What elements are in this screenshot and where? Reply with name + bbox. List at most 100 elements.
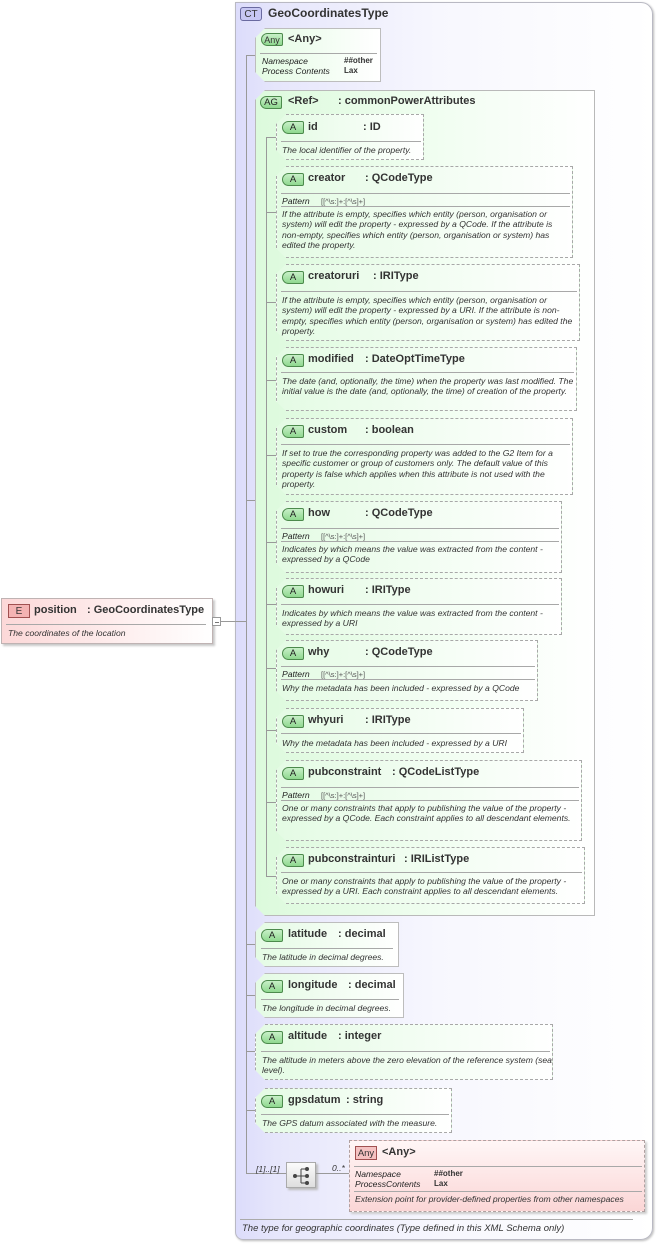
attribute-badge: A (282, 715, 304, 728)
process-contents-value: Lax (344, 66, 358, 75)
attribute-type: : decimal (348, 979, 396, 991)
separator (281, 800, 579, 801)
namespace-value: ##other (434, 1169, 463, 1178)
tree-branch (266, 380, 276, 381)
attribute-creatoruri[interactable]: A creatoruri : IRIType If the attribute … (276, 264, 580, 341)
attribute-doc: The altitude in meters above the zero el… (262, 1055, 552, 1076)
pattern-label: Pattern (282, 196, 310, 206)
attribute-custom[interactable]: A custom : boolean If set to true the co… (276, 418, 573, 495)
attribute-name: pubconstrainturi (308, 853, 396, 865)
collapse-toggle-icon[interactable] (212, 617, 221, 626)
attribute-badge: A (261, 1095, 283, 1108)
attribute-badge: A (282, 585, 304, 598)
separator (240, 1219, 633, 1220)
sequence-compositor[interactable] (286, 1162, 316, 1188)
tree-branch (246, 1110, 256, 1111)
any-occurrence: 0..* (332, 1163, 345, 1173)
attribute-group-ref: <Ref> (288, 95, 319, 107)
attribute-name: creatoruri (308, 270, 360, 282)
attribute-badge: A (282, 647, 304, 660)
attribute-gpsdatum[interactable]: A gpsdatum : string The GPS datum associ… (255, 1088, 452, 1133)
attribute-type: : DateOptTimeType (365, 353, 465, 365)
tree-line (235, 621, 247, 622)
attribute-howuri[interactable]: A howuri : IRIType Indicates by which me… (276, 578, 562, 635)
attribute-badge: A (282, 425, 304, 438)
attribute-creator[interactable]: A creator : QCodeType Pattern [[^\s:]+:[… (276, 166, 573, 258)
attribute-name: gpsdatum (288, 1094, 341, 1106)
pattern-value: [[^\s:]+:[^\s]+] (321, 791, 366, 800)
tree-line (246, 55, 247, 1173)
attribute-doc: Why the metadata has been included - exp… (282, 683, 520, 693)
tree-branch (266, 802, 276, 803)
separator (261, 1051, 550, 1052)
any-extension-box[interactable]: Any <Any> Namespace ##other ProcessConte… (349, 1140, 645, 1212)
attribute-doc: The latitude in decimal degrees. (262, 952, 384, 962)
attribute-pubconstrainturi[interactable]: A pubconstrainturi : IRIListType One or … (276, 847, 585, 904)
attribute-badge: A (282, 854, 304, 867)
attribute-badge: A (282, 767, 304, 780)
tree-branch (266, 455, 276, 456)
attribute-latitude[interactable]: A latitude : decimal The latitude in dec… (255, 922, 399, 967)
attribute-type: : QCodeType (365, 507, 433, 519)
attribute-badge: A (282, 121, 304, 134)
tree-branch (266, 876, 276, 877)
attribute-type: : integer (338, 1030, 382, 1042)
tree-branch (266, 137, 276, 138)
separator (281, 666, 535, 667)
tree-branch (246, 55, 256, 56)
element-type: : GeoCoordinatesType (87, 604, 205, 616)
attribute-why[interactable]: A why : QCodeType Pattern [[^\s:]+:[^\s]… (276, 640, 538, 701)
any-wildcard-box[interactable]: Any <Any> Namespace ##other Process Cont… (255, 28, 381, 82)
attribute-name: how (308, 507, 330, 519)
complex-type-badge: CT (240, 7, 262, 21)
tree-branch (246, 500, 256, 501)
attribute-altitude[interactable]: A altitude : integer The altitude in met… (255, 1024, 553, 1080)
separator (354, 1166, 642, 1167)
attribute-doc: If set to true the corresponding propert… (282, 448, 553, 490)
separator (281, 872, 582, 873)
tree-branch (266, 212, 276, 213)
attribute-longitude[interactable]: A longitude : decimal The longitude in d… (255, 973, 404, 1018)
attribute-badge: A (282, 508, 304, 521)
attribute-doc: The longitude in decimal degrees. (262, 1003, 391, 1013)
attribute-how[interactable]: A how : QCodeType Pattern [[^\s:]+:[^\s]… (276, 501, 562, 573)
attribute-type: : decimal (338, 928, 386, 940)
attribute-badge: A (261, 980, 283, 993)
attribute-doc: The date (and, optionally, the time) whe… (282, 376, 574, 397)
attribute-type: : IRIType (365, 714, 411, 726)
connector-line (221, 621, 235, 622)
attribute-doc: If the attribute is empty, specifies whi… (282, 209, 553, 251)
attribute-group-name: : commonPowerAttributes (338, 95, 476, 107)
separator (281, 541, 559, 542)
attribute-modified[interactable]: A modified : DateOptTimeType The date (a… (276, 347, 577, 411)
tree-branch (266, 730, 276, 731)
separator (281, 141, 421, 142)
separator (354, 1191, 642, 1192)
separator (281, 528, 559, 529)
element-name: position (34, 604, 77, 616)
element-position[interactable]: E position : GeoCoordinatesType The coor… (1, 598, 213, 644)
attribute-badge: A (282, 271, 304, 284)
sequence-occurrence: [1]..[1] (256, 1164, 280, 1174)
complex-type-title: GeoCoordinatesType (268, 6, 389, 20)
attribute-badge: A (282, 354, 304, 367)
attribute-name: whyuri (308, 714, 344, 726)
attribute-name: latitude (288, 928, 328, 940)
tree-branch (246, 1051, 256, 1052)
separator (6, 624, 206, 625)
attribute-doc: If the attribute is empty, specifies whi… (282, 295, 573, 337)
attribute-whyuri[interactable]: A whyuri : IRIType Why the metadata has … (276, 708, 524, 753)
attribute-badge: A (261, 929, 283, 942)
attribute-pubconstraint[interactable]: A pubconstraint : QCodeListType Pattern … (276, 760, 582, 841)
attribute-type: : QCodeListType (392, 766, 480, 778)
attribute-name: custom (308, 424, 348, 436)
separator (281, 679, 535, 680)
separator (281, 291, 577, 292)
attribute-name: longitude (288, 979, 338, 991)
namespace-label: Namespace (355, 1169, 401, 1179)
attribute-id[interactable]: A id : ID The local identifier of the pr… (276, 114, 424, 160)
attribute-type: : IRIListType (404, 853, 470, 865)
any-doc: Extension point for provider-defined pro… (355, 1194, 624, 1204)
attribute-name: pubconstraint (308, 766, 382, 778)
tree-branch (316, 1173, 349, 1174)
